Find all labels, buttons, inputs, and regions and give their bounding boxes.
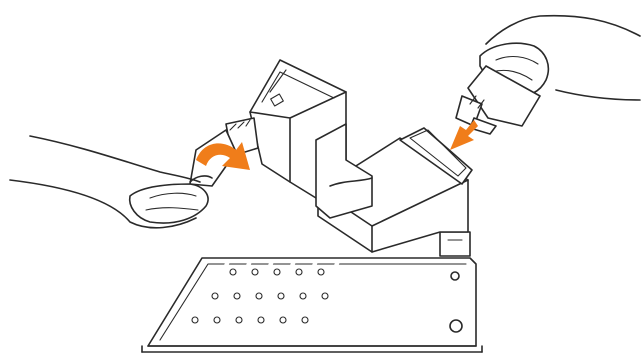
filter-cartridge [250, 60, 372, 218]
insert-arrow-icon [450, 120, 478, 150]
left-hand [10, 136, 212, 228]
base-stand [142, 232, 482, 352]
